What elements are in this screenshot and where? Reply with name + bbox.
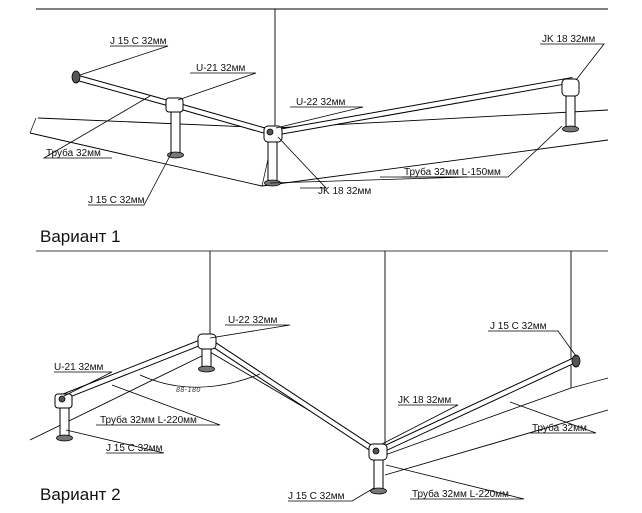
variant-2-title: Вариант 2 (40, 485, 121, 504)
variant-2-fittings (54, 333, 581, 495)
label-u21: U-21 32мм (196, 63, 245, 74)
variant-1-leaders (42, 43, 605, 206)
label-u21-v2: U-21 32мм (54, 362, 103, 373)
variant-2-pipes (58, 336, 577, 456)
variant-1-fittings (71, 70, 580, 187)
label-pipe-l220-bottom: Труба 32мм L-220мм (412, 488, 509, 500)
label-pipe-l150: Труба 32мм L-150мм (404, 166, 501, 178)
variant-1-diagram: J 15 C 32мм U-21 32мм U-22 32мм JK 18 32… (29, 8, 609, 246)
label-j15-bottom: J 15 C 32мм (88, 195, 145, 206)
variant-2-walls (29, 251, 609, 476)
u21-fitting (165, 97, 184, 159)
label-jk18-v2: JK 18 32мм (398, 395, 451, 406)
label-jk18-right: JK 18 32мм (542, 34, 595, 45)
label-j15-bottom-v2: J 15 C 32мм (288, 491, 345, 502)
label-j15-left: J 15 C 32мм (110, 36, 167, 47)
angle-arc (139, 373, 261, 388)
variant-2-diagram: 88-180 (29, 251, 609, 504)
label-pipe-right-v2: Труба 32мм (532, 422, 587, 434)
u22-corner-fitting (263, 125, 283, 187)
label-j15-right-v2: J 15 C 32мм (490, 321, 547, 332)
label-u22: U-22 32мм (296, 97, 345, 108)
label-u22-v2: U-22 32мм (228, 315, 277, 326)
angle-label: 88-180 (176, 387, 201, 394)
variant-1-pipes (77, 75, 574, 137)
j15-flange-right (571, 354, 581, 368)
jk18-right-fitting (561, 78, 580, 133)
label-jk18-center: JK 18 32мм (318, 186, 371, 197)
u21-fitting-v2 (54, 393, 73, 442)
label-pipe-l220-left: Труба 32мм L-220мм (100, 414, 197, 426)
label-j15-left-v2: J 15 C 32мм (106, 443, 163, 454)
jk18-fitting-v2 (368, 443, 388, 495)
variant-1-title: Вариант 1 (40, 227, 121, 246)
variant-2-leaders (54, 324, 597, 502)
label-pipe: Труба 32мм (46, 147, 101, 159)
u22-fitting-v2 (197, 333, 217, 373)
j15-flange-left (71, 70, 81, 84)
